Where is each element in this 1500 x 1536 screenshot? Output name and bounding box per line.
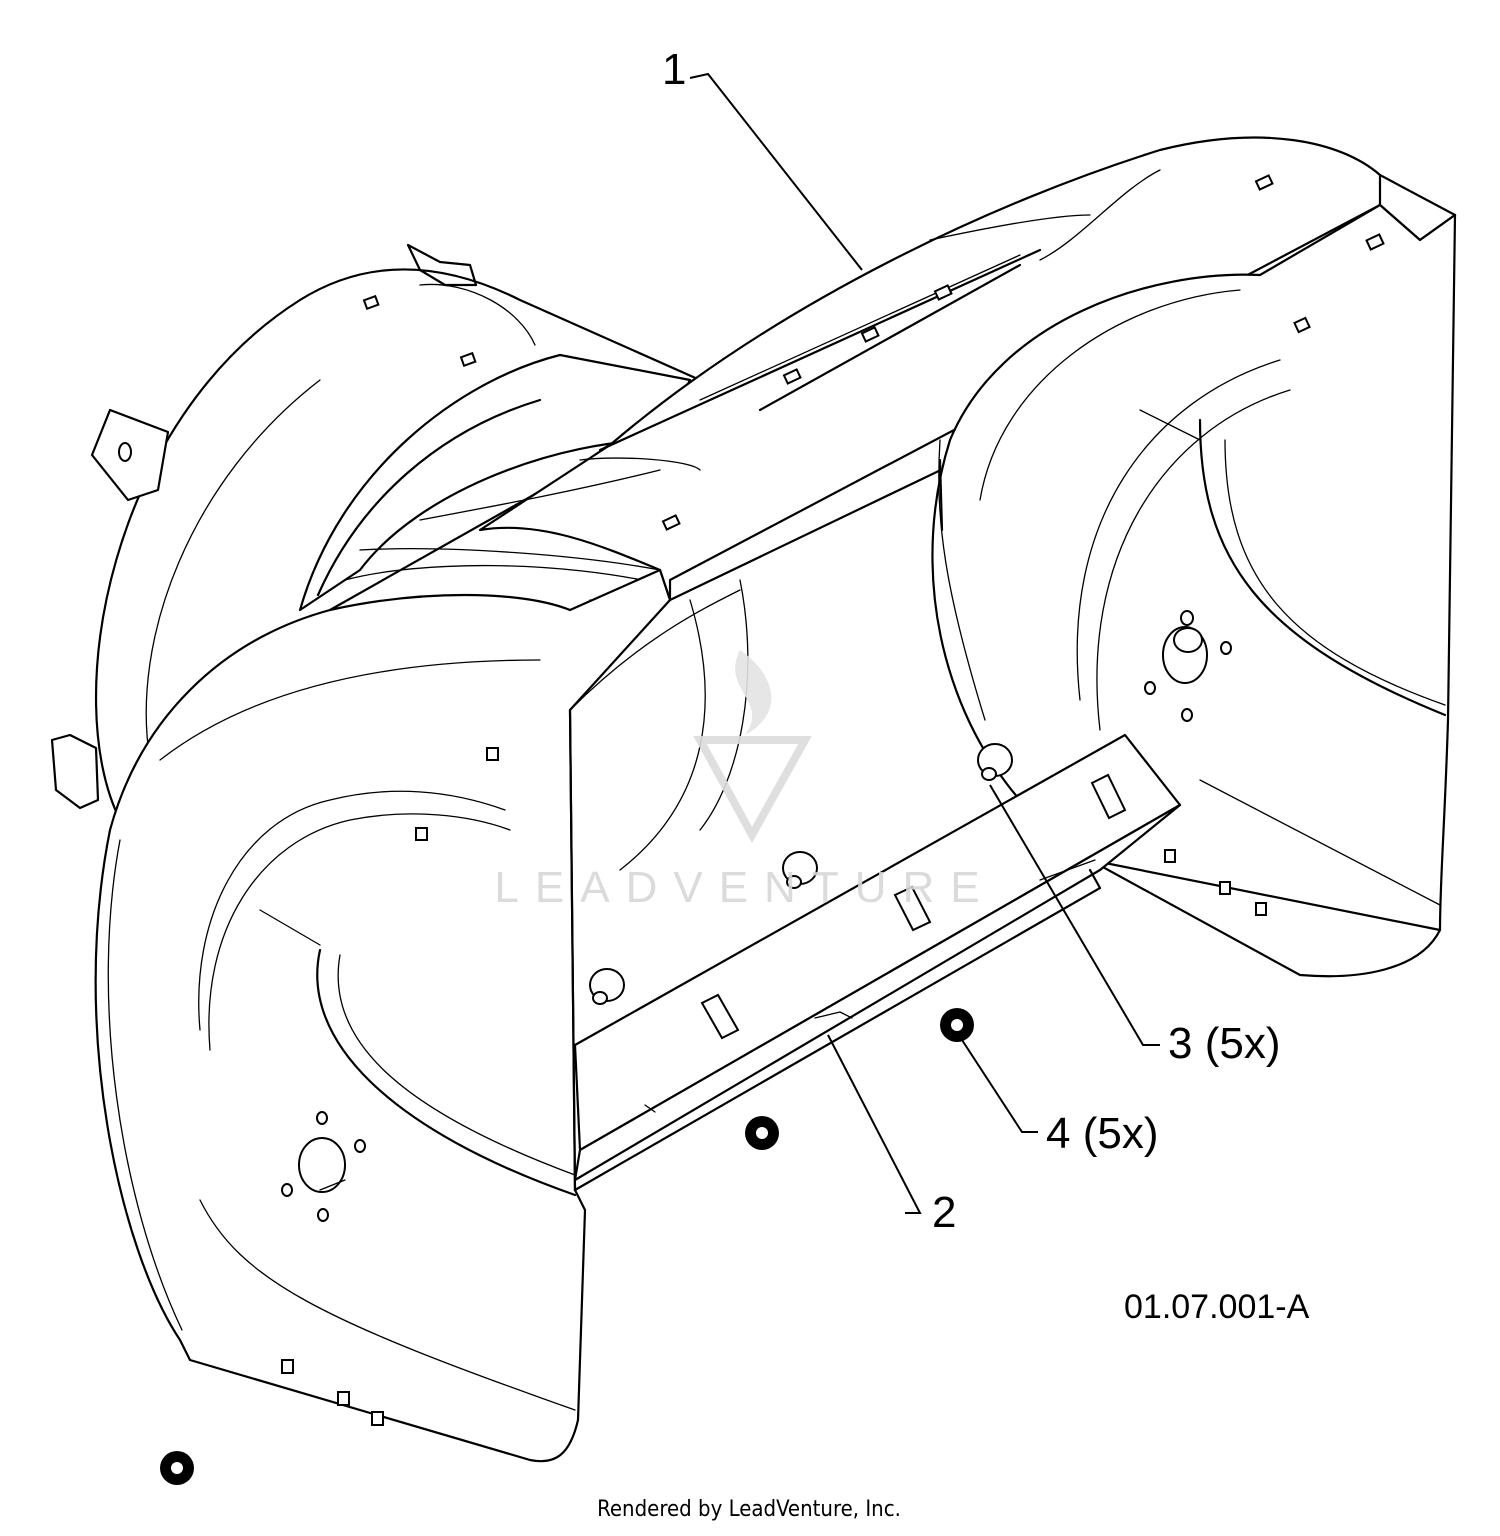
callout-2: 2 [932,1188,956,1237]
left-side-panel [94,568,672,1463]
housing-back-wall [569,579,1013,1005]
leader-lines [689,72,1160,1214]
leadventure-watermark: LEADVENTURE [494,650,995,912]
footer-credit: Rendered by LeadVenture, Inc. [597,1497,901,1522]
watermark-text: LEADVENTURE [494,863,995,912]
housing-top-beam [419,136,1457,602]
callout-4: 4 (5x) [1046,1109,1158,1158]
right-panel-inner-seam [938,439,986,721]
right-panel-seam-mark [938,458,944,532]
hex-nuts [160,1008,974,1485]
callout-3: 3 (5x) [1168,1019,1280,1068]
wear-bar [573,733,1182,1192]
drawing-id: 01.07.001-A [1124,1288,1310,1326]
callout-1: 1 [662,45,686,94]
